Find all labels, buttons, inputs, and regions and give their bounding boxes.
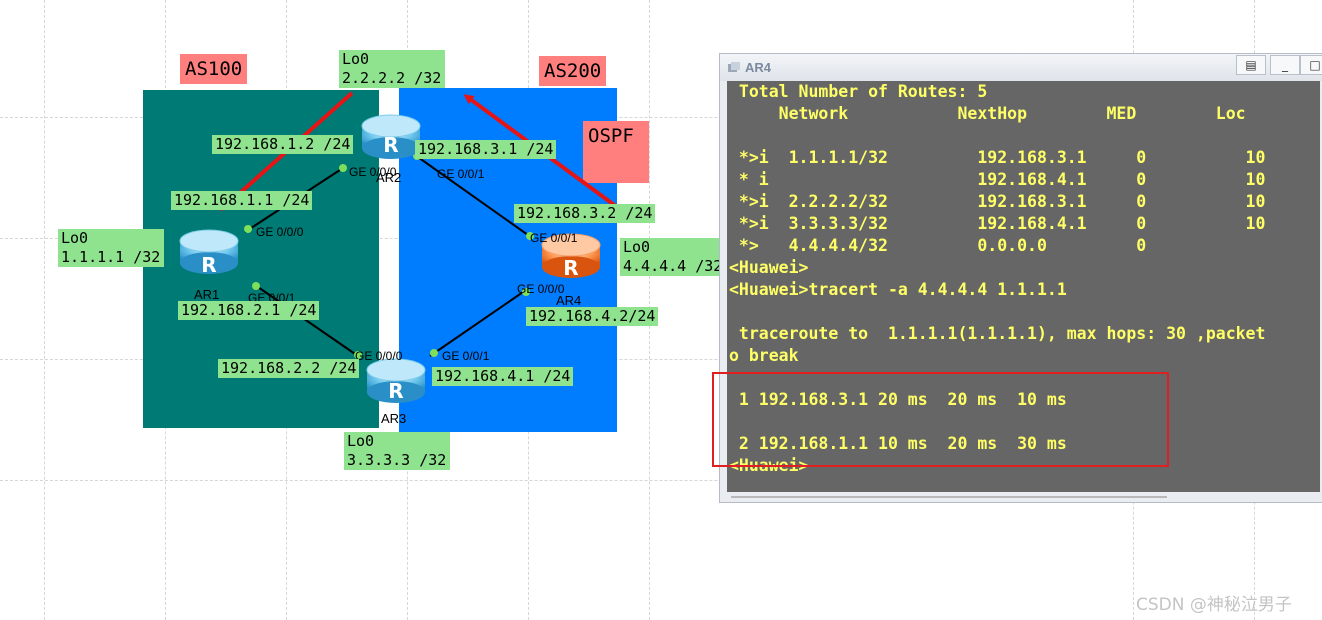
- grid-line: [0, 359, 1322, 360]
- port-label: GE 0/0/0: [517, 282, 565, 296]
- ip-label: 192.168.4.2/24: [526, 307, 659, 326]
- watermark: CSDN @神秘泣男子: [1136, 595, 1292, 615]
- minimize-button[interactable]: _: [1270, 55, 1300, 75]
- ip-label: 192.168.4.1 /24: [432, 367, 574, 386]
- terminal-line: *>i 1.1.1.1/32 192.168.3.1 0 10: [729, 148, 1266, 167]
- router-icon[interactable]: R: [361, 114, 421, 159]
- grid-line: [44, 0, 45, 620]
- terminal-output[interactable]: Total Number of Routes: 5 Network NextHo…: [727, 81, 1320, 494]
- ip-label: 192.168.2.2 /24: [218, 359, 360, 378]
- router-name-ar1: AR1: [194, 287, 220, 302]
- terminal-line: <Huawei>: [729, 258, 809, 277]
- router-name-ar2: AR2: [376, 170, 402, 185]
- ip-label: 192.168.3.2 /24: [514, 204, 656, 223]
- port-dot: [526, 232, 534, 240]
- link-ar2-ar4: [414, 154, 529, 236]
- port-label: GE 0/0/1: [442, 349, 490, 363]
- terminal-line: o break: [729, 346, 799, 365]
- port-dot: [244, 225, 252, 233]
- terminal-line: *>i 2.2.2.2/32 192.168.3.1 0 10: [729, 192, 1266, 211]
- port-dot: [339, 164, 347, 172]
- loopback-label-ar1: Lo0 1.1.1.1 /32: [58, 229, 164, 267]
- loopback-label-ar2: Lo0 2.2.2.2 /32: [339, 50, 445, 88]
- grid-line: [0, 480, 1322, 481]
- svg-text:R: R: [563, 256, 578, 280]
- ip-label: 192.168.1.1 /24: [171, 191, 313, 210]
- terminal-line: Total Number of Routes: 5: [729, 82, 988, 101]
- terminal-titlebar[interactable]: AR4 ▤ _ □: [720, 54, 1322, 81]
- router-name-ar4: AR4: [556, 293, 582, 308]
- loopback-label-ar3: Lo0 3.3.3.3 /32: [344, 432, 450, 470]
- link-ar1-ar3: [254, 284, 359, 357]
- terminal-line: * i 192.168.4.1 0 10: [729, 170, 1266, 189]
- router-icon[interactable]: R: [541, 233, 601, 280]
- port-label: GE 0/0/1: [437, 167, 485, 181]
- terminal-line: 1 192.168.3.1 20 ms 20 ms 10 ms: [729, 390, 1067, 409]
- terminal-title: AR4: [745, 60, 772, 75]
- close-button[interactable]: □: [1300, 55, 1322, 75]
- port-label: GE 0/0/1: [530, 231, 578, 245]
- terminal-window[interactable]: AR4 ▤ _ □ Total Number of Routes: 5 Netw…: [719, 53, 1322, 503]
- port-label: GE 0/0/0: [349, 165, 397, 179]
- router-icon[interactable]: R: [366, 358, 426, 403]
- as200-tag: AS200: [539, 56, 607, 86]
- terminal-line: <Huawei>tracert -a 4.4.4.4 1.1.1.1: [729, 280, 1067, 299]
- router-name-ar3: AR3: [381, 411, 407, 426]
- as100-tag: AS100: [180, 54, 248, 84]
- port-dot: [252, 282, 260, 290]
- port-label: GE 0/0/0: [256, 225, 304, 239]
- svg-text:R: R: [201, 253, 216, 277]
- terminal-line: *>i 3.3.3.3/32 192.168.4.1 0 10: [729, 214, 1266, 233]
- loopback-label-ar4: Lo0 4.4.4.4 /32: [620, 238, 724, 276]
- ip-label: 192.168.2.1 /24: [178, 301, 320, 320]
- restore-button[interactable]: ▤: [1236, 55, 1266, 75]
- port-dot: [354, 351, 362, 359]
- scrollbar-thumb[interactable]: [731, 496, 1167, 498]
- horizontal-scrollbar[interactable]: [727, 492, 1320, 502]
- port-dot: [430, 349, 438, 357]
- terminal-line: traceroute to 1.1.1.1(1.1.1.1), max hops…: [729, 324, 1266, 343]
- link-ar3-ar4: [429, 289, 527, 357]
- terminal-line: Network NextHop MED Loc: [729, 104, 1246, 123]
- port-dot: [522, 288, 530, 296]
- ip-label: 192.168.3.1 /24: [415, 140, 557, 159]
- router-icon[interactable]: R: [179, 229, 239, 277]
- ip-label: 192.168.1.2 /24: [212, 135, 354, 154]
- traceroute-highlight-box: [712, 372, 1169, 467]
- svg-text:R: R: [388, 379, 403, 403]
- grid-line: [0, 117, 1322, 118]
- terminal-line: 2 192.168.1.1 10 ms 20 ms 30 ms: [729, 434, 1067, 453]
- ospf-tag: OSPF: [583, 121, 649, 183]
- terminal-app-icon: [728, 62, 740, 72]
- port-label: GE 0/0/0: [355, 349, 403, 363]
- svg-text:R: R: [383, 133, 398, 157]
- terminal-line: *> 4.4.4.4/32 0.0.0.0 0: [729, 236, 1147, 255]
